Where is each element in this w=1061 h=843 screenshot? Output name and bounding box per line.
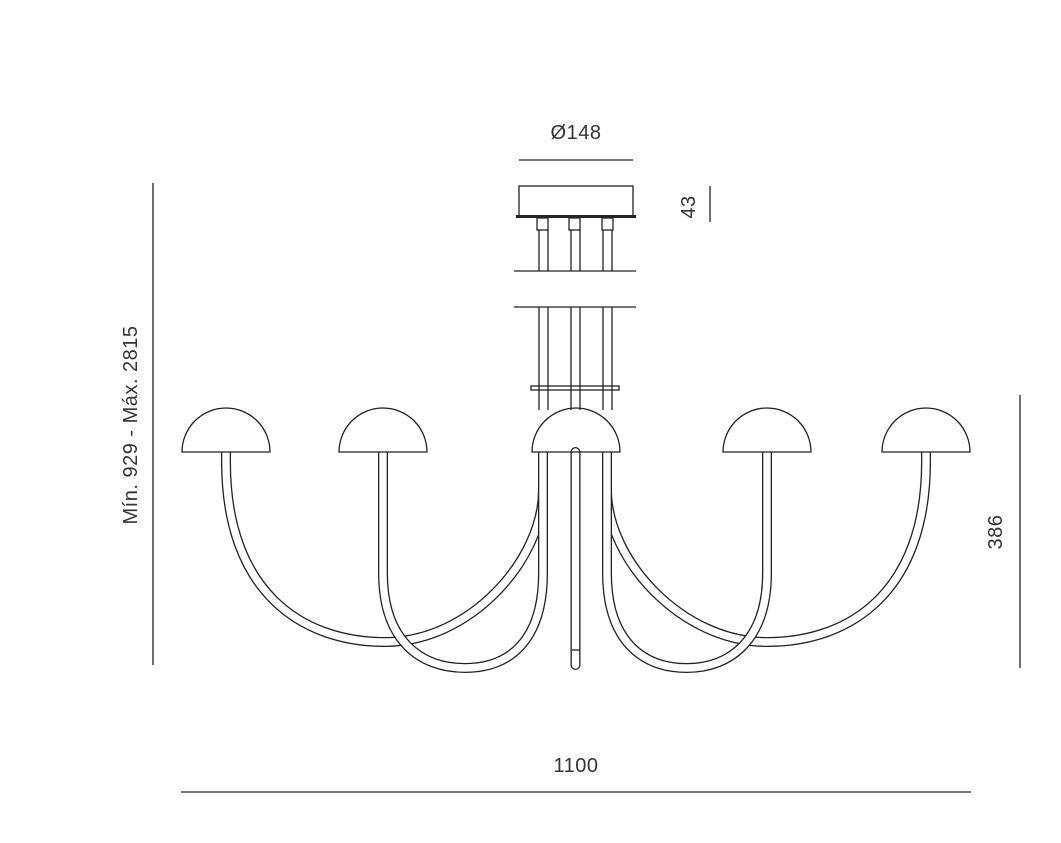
lamp-shade-5 [881,407,971,453]
total-height-label: Mín. 929 - Máx. 2815 [120,326,142,525]
body-height-label: 386 [985,515,1007,550]
lamp-shade-3 [531,407,621,453]
canopy-diameter-label: Ø148 [551,122,602,144]
lamp-shade-1 [181,407,271,453]
canopy-height-label: 43 [678,195,700,218]
suspension-rods [514,230,636,410]
width-label: 1100 [553,755,598,777]
spreader-ring [530,385,620,391]
lamp-shades [181,407,971,453]
arms [221,447,931,674]
lamp-shade-4 [722,407,812,453]
lamp-shade-2 [338,407,428,453]
canopy [516,185,636,231]
